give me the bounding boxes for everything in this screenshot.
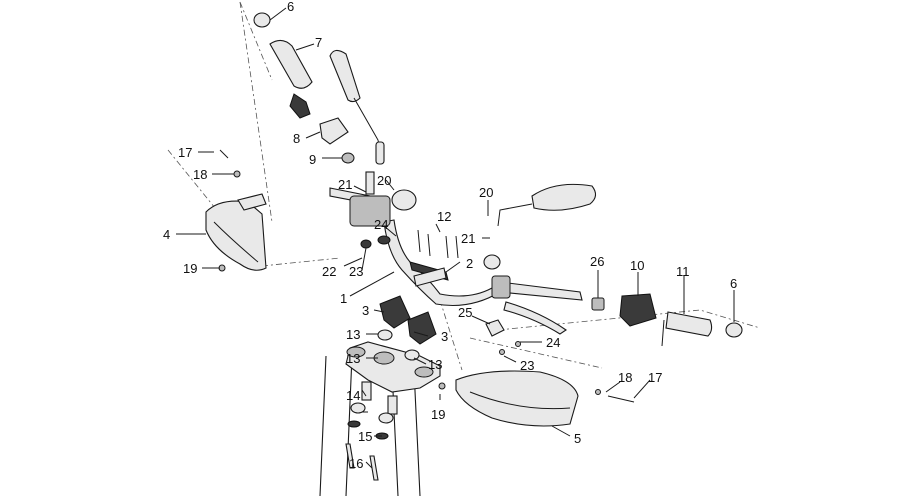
callout-12: 12	[437, 209, 451, 224]
callout-4: 4	[163, 227, 170, 242]
left-mirror	[329, 49, 385, 165]
callout-21-left: 21	[338, 177, 352, 192]
callout-10: 10	[630, 258, 644, 273]
callout-15: 15	[358, 429, 372, 444]
callout-5: 5	[574, 431, 581, 446]
callout-20-left: 20	[377, 173, 391, 188]
callout-3-left: 3	[362, 303, 369, 318]
callout-6-right: 6	[730, 276, 737, 291]
callout-20-right: 20	[479, 185, 493, 200]
callout-1: 1	[340, 291, 347, 306]
callout-labels: 6 7 8 9 17 18 4 19 21 20 24 12 22 23 2 1…	[163, 0, 737, 471]
callout-9: 9	[309, 152, 316, 167]
callout-13-top: 13	[346, 327, 360, 342]
callout-13-right: 13	[428, 357, 442, 372]
callout-8: 8	[293, 131, 300, 146]
fork-assembly	[319, 341, 441, 496]
left-controls	[329, 171, 417, 249]
right-mirror	[497, 183, 597, 227]
callout-17-left: 17	[178, 145, 192, 160]
right-grip-parts	[591, 293, 743, 347]
callout-11: 11	[676, 264, 690, 279]
leader-lines	[176, 7, 735, 469]
callout-19-right: 19	[431, 407, 445, 422]
right-brake-controls	[483, 254, 567, 355]
callout-16: 16	[349, 456, 363, 471]
callout-21-right: 21	[461, 231, 475, 246]
callout-23-left: 23	[349, 264, 363, 279]
fasteners-12	[413, 229, 459, 287]
callout-2: 2	[466, 256, 473, 271]
callout-24-right: 24	[546, 335, 560, 350]
callout-17-right: 17	[648, 370, 662, 385]
handlebar	[383, 219, 583, 307]
callout-7: 7	[315, 35, 322, 50]
callout-6-left: 6	[287, 0, 294, 14]
callout-13-mid: 13	[346, 351, 360, 366]
callout-19-left: 19	[183, 261, 197, 276]
handlebar-risers	[379, 295, 437, 345]
left-grip-parts	[253, 12, 355, 164]
callout-22: 22	[322, 264, 336, 279]
callout-14: 14	[346, 388, 360, 403]
callout-24-left: 24	[374, 217, 388, 232]
callout-18-right: 18	[618, 370, 632, 385]
callout-26: 26	[590, 254, 604, 269]
callout-18-left: 18	[193, 167, 207, 182]
callout-3-right: 3	[441, 329, 448, 344]
left-hand-guard	[205, 149, 267, 272]
callout-25: 25	[458, 305, 472, 320]
right-hand-guard	[438, 370, 635, 427]
callout-23-right: 23	[520, 358, 534, 373]
